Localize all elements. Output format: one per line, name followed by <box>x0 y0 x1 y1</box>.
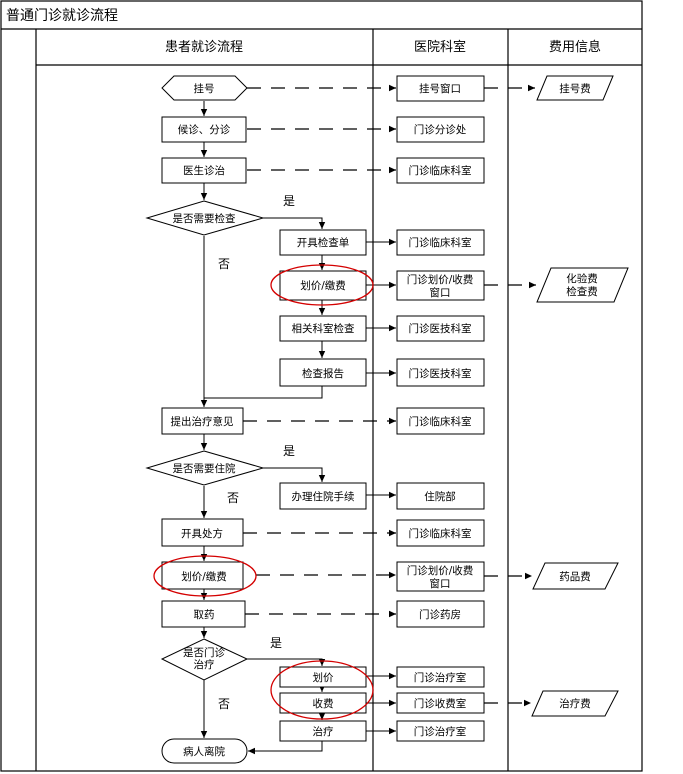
dept-clinic1-shape <box>396 157 485 184</box>
node-exam-form: 开具检查单 <box>297 236 350 249</box>
fee-treat-shape <box>531 690 619 717</box>
dept-pay-window2-line2: 窗口 <box>430 577 451 590</box>
node-charge: 收费 <box>313 697 334 710</box>
highlight-oval-pay1 <box>270 264 374 306</box>
fee-lab-shape <box>536 267 629 303</box>
fee-lab-line2: 检查费 <box>566 285 598 298</box>
fee-drug: 药品费 <box>559 570 591 583</box>
dept-reg-window: 挂号窗口 <box>419 82 461 95</box>
node-admit: 办理住院手续 <box>292 490 355 503</box>
label-no-treat: 否 <box>218 697 230 711</box>
node-pay1-shape <box>279 270 367 301</box>
node-pay2: 划价/缴费 <box>181 570 227 583</box>
node-prescribe-shape <box>161 518 244 547</box>
diagram-title: 普通门诊就诊流程 <box>6 8 118 24</box>
dept-cashier-shape <box>396 692 485 714</box>
fee-reg: 挂号费 <box>559 82 591 95</box>
decision-need-treat-line2: 治疗 <box>194 658 215 671</box>
decision-need-treat-line1: 是否门诊 <box>183 646 225 659</box>
dept-clinic1: 门诊临床科室 <box>409 164 472 177</box>
fee-lab-line1: 化验费 <box>566 272 598 285</box>
header-fee: 费用信息 <box>549 39 601 55</box>
node-price-shape <box>279 666 367 688</box>
node-admit-shape <box>279 482 367 510</box>
label-yes-treat: 是 <box>270 636 282 650</box>
flow-connectors <box>200 101 326 755</box>
node-leave-shape <box>161 738 248 764</box>
node-pickup-shape <box>161 600 246 628</box>
node-register-shape <box>161 75 248 101</box>
node-dept-exam: 相关科室检查 <box>292 322 355 335</box>
node-report-shape <box>279 358 367 387</box>
dept-tech2-shape <box>396 358 485 387</box>
dept-tech1-shape <box>396 315 485 342</box>
dept-connectors <box>243 84 396 735</box>
node-treat-shape <box>279 720 367 742</box>
node-diagnose-shape <box>161 157 247 184</box>
label-no-exam: 否 <box>218 257 230 271</box>
fee-connectors <box>484 84 536 707</box>
decision-need-hosp: 是否需要住院 <box>173 462 236 475</box>
label-yes-hosp: 是 <box>283 444 295 458</box>
decision-need-exam: 是否需要检查 <box>173 212 236 225</box>
node-triage-shape <box>161 116 247 143</box>
dept-pay-window2-line1: 门诊划价/收费 <box>407 564 474 577</box>
header-dept: 医院科室 <box>414 39 466 55</box>
dept-clinic2-shape <box>396 229 485 256</box>
dept-treat-room2-shape <box>396 720 485 742</box>
highlight-oval-price-charge <box>270 660 374 720</box>
decision-need-hosp-shape <box>145 450 265 486</box>
node-opinion: 提出治疗意见 <box>171 415 234 428</box>
dept-pay-window1-line2: 窗口 <box>430 286 451 299</box>
dept-clinic2: 门诊临床科室 <box>409 236 472 249</box>
highlight-oval-pay2 <box>153 555 257 597</box>
dept-triage-office: 门诊分诊处 <box>414 123 467 136</box>
dept-clinic4-shape <box>396 519 485 547</box>
dept-pharmacy-shape <box>396 600 485 628</box>
label-no-hosp: 否 <box>227 491 239 505</box>
dept-clinic3: 门诊临床科室 <box>409 415 472 428</box>
dept-pay-window1-line1: 门诊划价/收费 <box>407 273 474 286</box>
fee-treat: 治疗费 <box>559 697 591 710</box>
decision-need-exam-shape <box>145 200 265 236</box>
dept-inpatient-shape <box>396 482 485 510</box>
dept-tech2: 门诊医技科室 <box>409 367 472 380</box>
dept-inpatient: 住院部 <box>424 490 456 503</box>
fee-reg-shape <box>536 75 614 101</box>
node-exam-form-shape <box>279 229 367 256</box>
dept-clinic4: 门诊临床科室 <box>409 527 472 540</box>
dept-pharmacy: 门诊药房 <box>419 608 461 621</box>
node-register: 挂号 <box>194 82 215 95</box>
table-frame <box>0 0 643 772</box>
node-dept-exam-shape <box>279 315 367 342</box>
dept-cashier: 门诊收费室 <box>414 697 467 710</box>
fee-drug-shape <box>532 562 619 590</box>
header-process: 患者就诊流程 <box>165 40 243 55</box>
node-leave: 病人离院 <box>183 745 225 758</box>
node-diagnose: 医生诊治 <box>183 164 225 177</box>
dept-treat-room1: 门诊治疗室 <box>414 671 467 684</box>
node-prescribe: 开具处方 <box>181 527 223 540</box>
node-triage: 候诊、分诊 <box>178 123 231 136</box>
dept-pay-window1-shape <box>396 270 485 301</box>
label-yes-exam: 是 <box>283 194 295 208</box>
node-pickup: 取药 <box>194 609 215 621</box>
dept-treat-room2: 门诊治疗室 <box>414 725 467 738</box>
dept-reg-window-shape <box>396 75 485 102</box>
node-pay2-shape <box>161 561 244 590</box>
node-price: 划价 <box>313 671 334 684</box>
dept-triage-office-shape <box>396 116 485 143</box>
node-charge-shape <box>279 692 367 714</box>
dept-treat-room1-shape <box>396 666 485 688</box>
dept-clinic3-shape <box>396 407 485 435</box>
decision-need-treat-shape <box>160 638 249 681</box>
dept-tech1: 门诊医技科室 <box>409 322 472 335</box>
node-treat: 治疗 <box>313 725 334 738</box>
node-pay1: 划价/缴费 <box>300 279 346 292</box>
node-opinion-shape <box>161 407 244 435</box>
dept-pay-window2-shape <box>396 561 485 592</box>
node-report: 检查报告 <box>302 367 344 380</box>
